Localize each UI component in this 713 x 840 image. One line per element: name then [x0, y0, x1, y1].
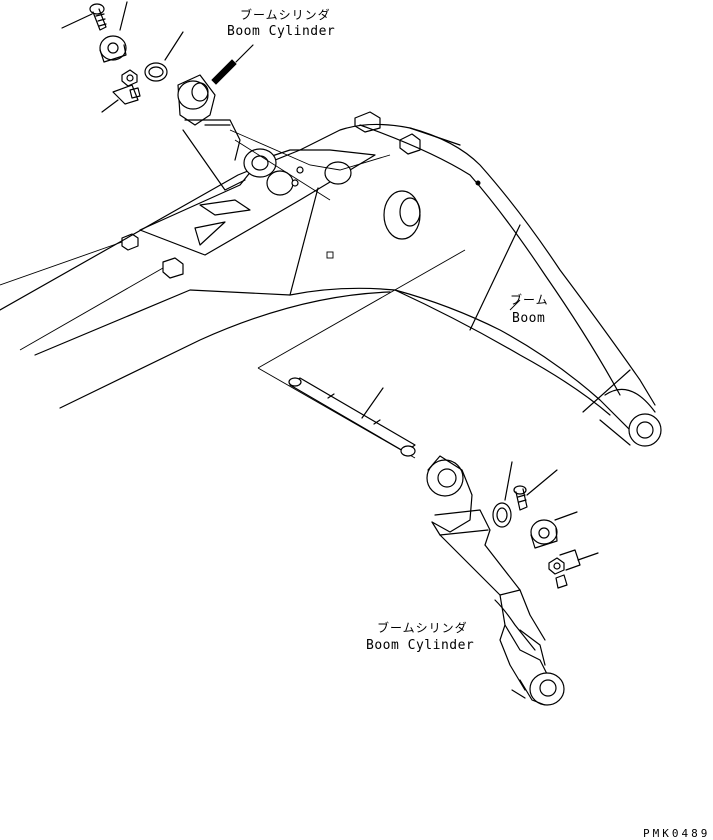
washer-icon [492, 461, 513, 528]
pin-icon [257, 249, 466, 459]
boom-cylinder-bottom-label-en: Boom Cylinder [366, 638, 475, 653]
washer-icon [144, 31, 184, 82]
boom-cylinder-top-label-jp: ブームシリンダ [240, 8, 331, 22]
boom-cylinder-top-label-en: Boom Cylinder [227, 24, 336, 39]
boom-body [0, 111, 662, 447]
bolt-icon [61, 3, 107, 31]
boom-cylinder-bottom [426, 455, 565, 706]
nut-icon [548, 549, 599, 589]
boom-label-jp: ブーム [510, 293, 549, 307]
boom-cylinder-bottom-label-jp: ブームシリンダ [377, 621, 468, 635]
spacer-icon [99, 1, 128, 63]
bolt-icon [513, 469, 558, 511]
boom-cylinder-top [177, 44, 391, 201]
boom-label-en: Boom [512, 311, 546, 326]
boom-leader [509, 299, 521, 311]
drawing-code: PMK0489 [643, 827, 711, 840]
nut-icon [101, 69, 141, 113]
spacer-icon [530, 511, 578, 549]
